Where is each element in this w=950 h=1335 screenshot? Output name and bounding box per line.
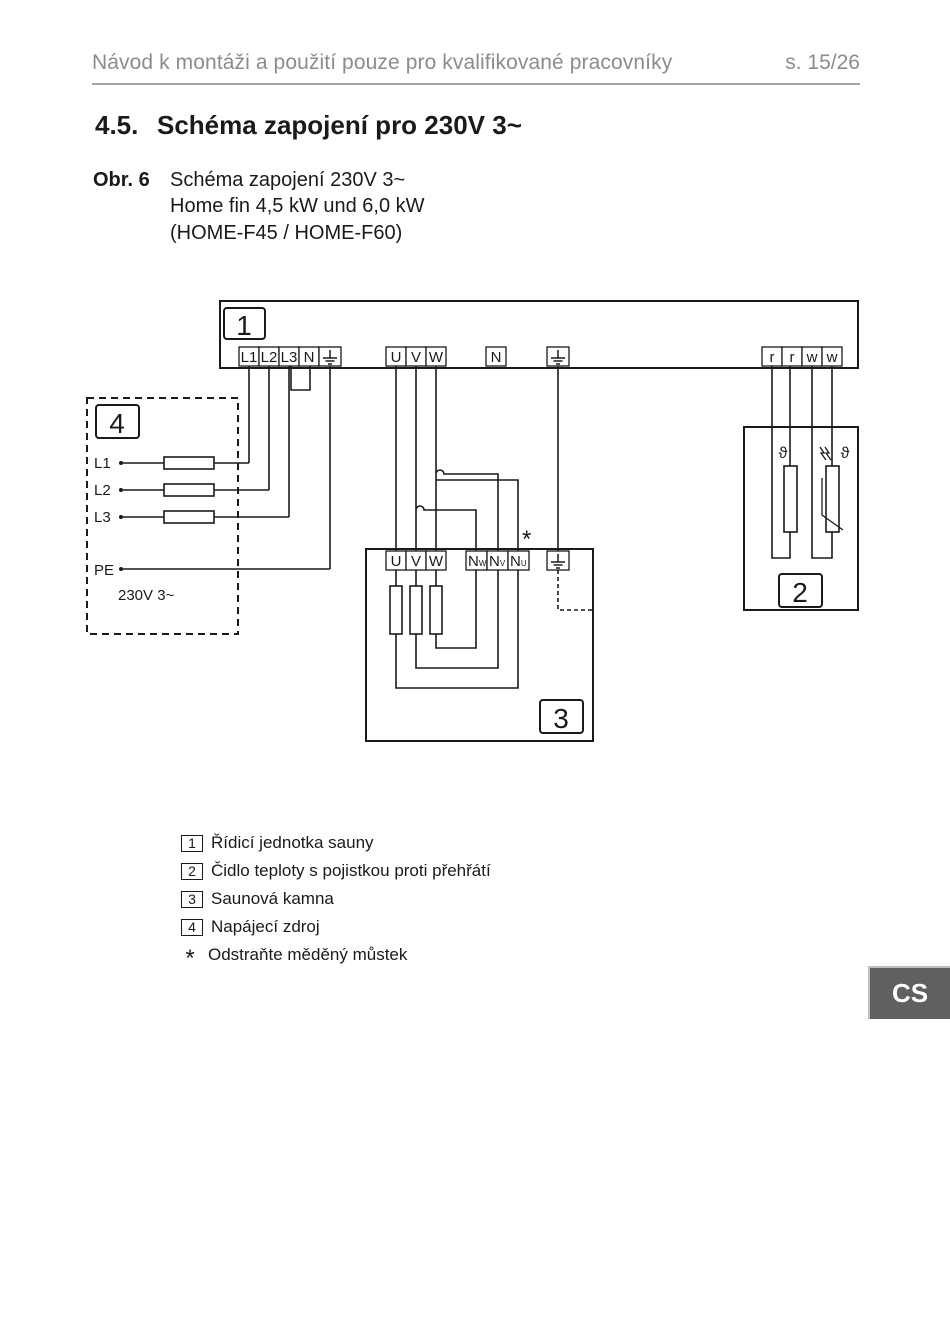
terminal-u: U [391, 349, 402, 366]
legend-item: 4 Napájecí zdroj [181, 916, 320, 938]
heating-element-2 [409, 585, 423, 635]
fuse-l2 [163, 483, 215, 497]
heater-box [365, 548, 594, 742]
supply-label-pe: PE [94, 562, 114, 579]
header-divider [92, 83, 860, 85]
figure-caption-line-2: Home fin 4,5 kW und 6,0 kW [170, 195, 425, 217]
unit-number-box-3 [539, 699, 584, 734]
figure-label: Obr. 6 [93, 169, 150, 191]
section-title: Schéma zapojení pro 230V 3~ [157, 110, 522, 140]
legend-item: 2 Čidlo teploty s pojistkou proti přehřá… [181, 860, 491, 882]
terminal-l1: L1 [241, 349, 258, 366]
bridge-marker: * [522, 526, 531, 553]
legend-item: 1 Řídicí jednotka sauny [181, 832, 374, 854]
terminal-r1: r [770, 349, 775, 366]
thermometer-icon: ϑ [779, 445, 788, 462]
header-title: Návod k montáži a použití pouze pro kval… [92, 51, 673, 74]
unit-number-3: 3 [553, 703, 569, 734]
supply-label-l1: L1 [94, 455, 111, 472]
legend-key: 2 [181, 862, 203, 880]
terminal-n: N [304, 349, 315, 366]
language-tab: CS [868, 966, 950, 1019]
terminal-w: W [429, 349, 444, 366]
sensor-box [743, 426, 859, 611]
heating-element-1 [389, 585, 403, 635]
heating-element-3 [429, 585, 443, 635]
terminal-r2: r [790, 349, 795, 366]
legend-key: 1 [181, 834, 203, 852]
ground-icon [551, 350, 565, 365]
figure-caption-line-1: Schéma zapojení 230V 3~ [170, 169, 406, 191]
fuse-l3 [163, 510, 215, 524]
supply-label-l2: L2 [94, 482, 111, 499]
heater-terminal-nv: NV [489, 553, 506, 570]
overheat-fuse-element [825, 465, 840, 533]
supply-label-l3: L3 [94, 509, 111, 526]
unit-number-2: 2 [792, 577, 808, 608]
legend-key: * [185, 945, 195, 972]
fuse-lightning-icon [819, 446, 832, 461]
legend-text: Napájecí zdroj [211, 917, 320, 936]
unit-number-box-1 [223, 307, 266, 340]
terminal-w1: w [806, 349, 818, 366]
legend-item: * Odstraňte měděný můstek [181, 944, 408, 972]
page-number: s. 15/26 [785, 51, 860, 74]
ground-icon [551, 554, 565, 569]
terminal-l3: L3 [281, 349, 298, 366]
unit-number-1: 1 [236, 310, 252, 341]
terminal-n-neutral: N [491, 349, 502, 366]
supply-voltage: 230V 3~ [118, 587, 175, 604]
figure-caption-line-3: (HOME-F45 / HOME-F60) [170, 222, 403, 244]
terminal-w2: w [826, 349, 838, 366]
control-unit-box [219, 300, 859, 369]
heater-terminal-u: U [391, 553, 402, 570]
thermometer-icon: ϑ [841, 445, 850, 462]
legend-item: 3 Saunová kamna [181, 888, 334, 910]
ground-icon [323, 350, 337, 365]
unit-number-box-4 [95, 404, 140, 439]
fuse-l1 [163, 456, 215, 470]
terminal-l2: L2 [261, 349, 278, 366]
legend-text: Čidlo teploty s pojistkou proti přehřátí [211, 861, 491, 880]
heater-terminal-nw: NW [468, 553, 487, 570]
unit-number-box-2 [778, 573, 823, 608]
legend-key: 3 [181, 890, 203, 908]
heater-terminal-nu: NU [510, 553, 527, 570]
temperature-sensor-element [783, 465, 798, 533]
legend-key: 4 [181, 918, 203, 936]
power-supply-box [86, 397, 239, 635]
legend-text: Saunová kamna [211, 889, 334, 908]
wiring-diagram: 1 4 3 2 L1 L2 L3 N U V W N r r w w [86, 300, 859, 742]
heater-terminal-w: W [429, 553, 444, 570]
legend-text: Odstraňte měděný můstek [208, 945, 408, 964]
unit-number-4: 4 [109, 408, 125, 439]
legend-text: Řídicí jednotka sauny [211, 833, 374, 852]
heater-terminal-v: V [411, 553, 421, 570]
section-number: 4.5. [95, 110, 139, 140]
terminal-v: V [411, 349, 421, 366]
